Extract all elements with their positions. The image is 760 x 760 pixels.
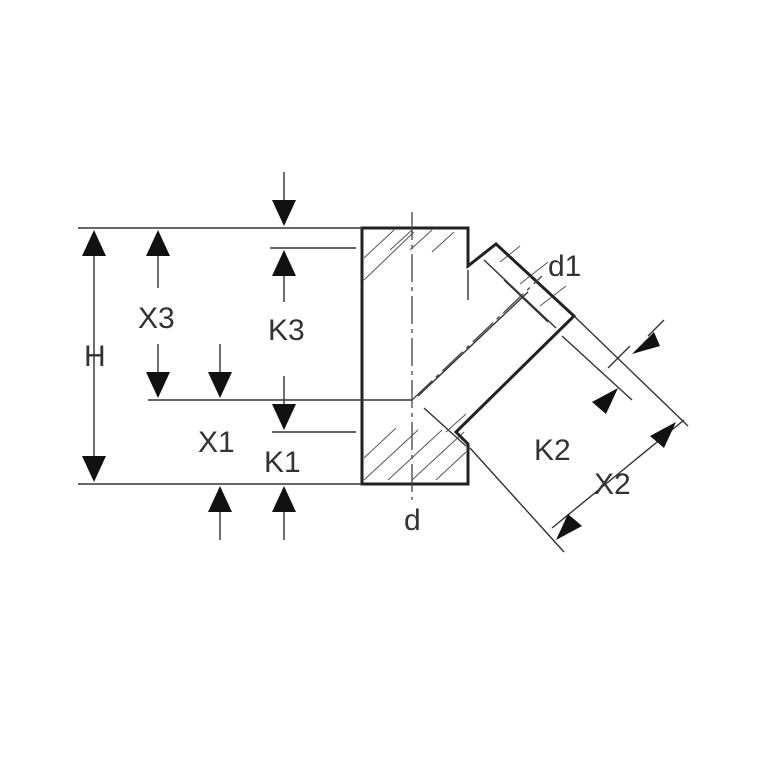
dimension-K1 [272,376,296,540]
dimension-d1 [632,319,665,354]
extension-lines [78,227,689,553]
section-hatching [363,229,567,481]
label-d1: d1 [548,250,581,283]
label-K2: K2 [534,434,571,467]
label-H: H [84,340,106,373]
dimension-H [82,230,106,482]
dimension-K2 [592,388,618,414]
label-d: d [404,504,421,537]
fitting-body [360,226,577,486]
dimension-X2 [556,422,676,540]
label-K1: K1 [264,446,301,479]
center-lines [411,212,543,500]
dimension-X3 [146,230,170,398]
dimension-X1 [208,344,232,540]
label-K3: K3 [268,314,305,347]
dimension-K3 [272,172,296,302]
label-X3: X3 [138,302,175,335]
label-X2: X2 [594,468,631,501]
label-X1: X1 [198,426,235,459]
